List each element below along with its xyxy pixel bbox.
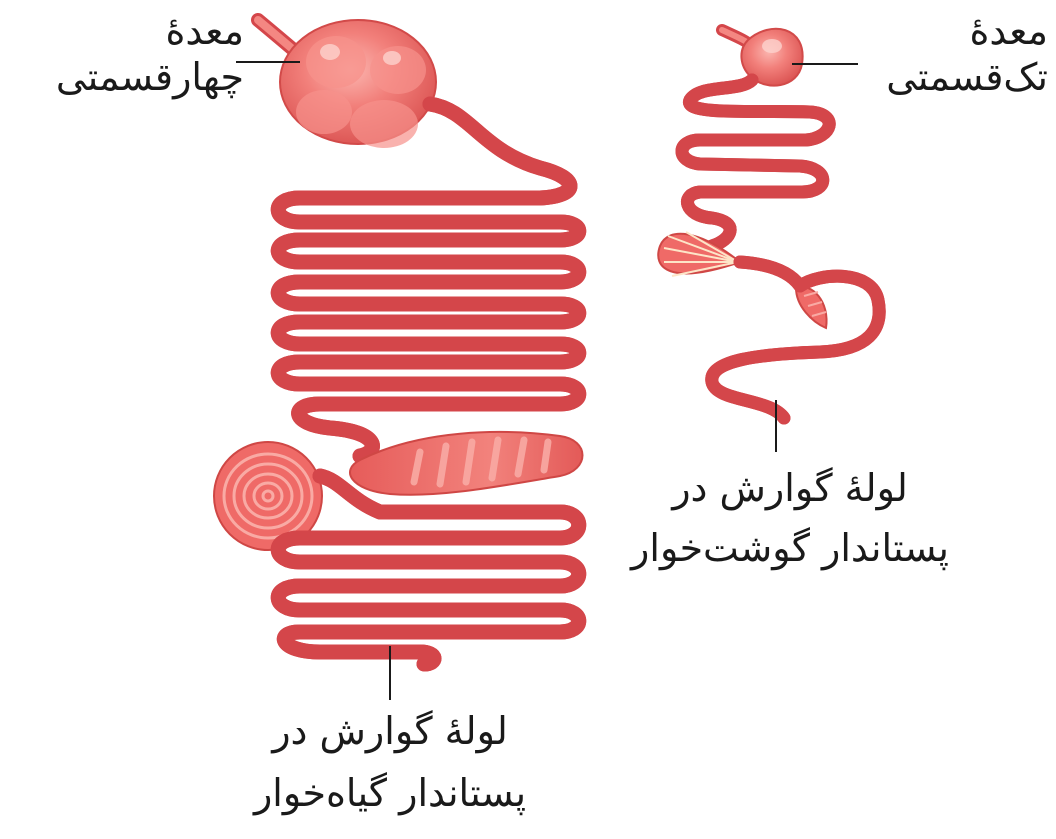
herbivore-tract-label-line1: لولهٔ گوارش در (200, 700, 580, 762)
herbivore-stomach-label-line2: چهارقسمتی (56, 54, 244, 100)
herbivore-digestive-tract (214, 20, 583, 700)
carnivore-tract-label-line1: لولهٔ گوارش در (590, 458, 990, 518)
carnivore-small-intestine (682, 80, 829, 246)
carnivore-stomach-label-line2: تک‌قسمتی (886, 54, 1048, 100)
carnivore-large-intestine (712, 262, 879, 418)
carnivore-caecum (796, 287, 827, 328)
carnivore-stomach-label-line1: معدهٔ (886, 8, 1048, 54)
herbivore-tract-label-line2: پستاندار گیاه‌خوار (200, 762, 580, 824)
carnivore-stomach-label: معدهٔ تک‌قسمتی (886, 8, 1048, 100)
herbivore-small-intestine (278, 104, 579, 456)
carnivore-tract-label-line2: پستاندار گوشت‌خوار (590, 518, 990, 578)
herbivore-tract-label: لولهٔ گوارش در پستاندار گیاه‌خوار (200, 700, 580, 824)
carnivore-digestive-tract (658, 29, 879, 452)
herbivore-stomach-label-line1: معدهٔ (56, 8, 244, 54)
carnivore-tract-label: لولهٔ گوارش در پستاندار گوشت‌خوار (590, 458, 990, 578)
herbivore-stomach-label: معدهٔ چهارقسمتی (56, 8, 244, 100)
herbivore-esophagus (258, 20, 296, 52)
herbivore-large-intestine (278, 476, 579, 664)
herbivore-four-chamber-stomach (280, 20, 436, 148)
herbivore-caecum (350, 432, 583, 495)
